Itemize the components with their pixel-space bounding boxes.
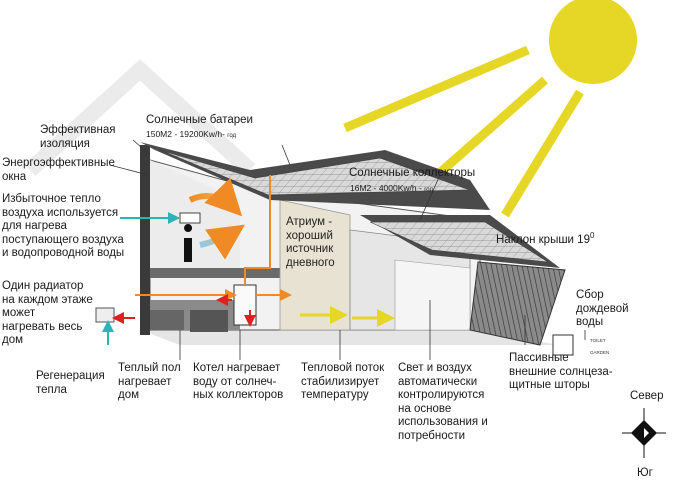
left-gable	[140, 145, 150, 335]
solar-panels-value: 150М2 - 19200Kw/h-	[146, 129, 228, 139]
compass-north-label: Север	[630, 390, 664, 402]
label-atrium: Атриум - хороший источник дневного	[286, 216, 335, 269]
house-body	[95, 159, 481, 332]
label-light-air: Свет и воздух автоматически контролируют…	[398, 362, 488, 442]
cool-air-flow	[199, 224, 245, 260]
label-boiler: Котел нагревает воду от солнеч- ных колл…	[193, 362, 284, 401]
rain-water-tank	[552, 334, 574, 356]
label-solar-panels-sub: 150М2 - 19200Kw/h- год	[146, 129, 236, 141]
label-collectors: Солнечные коллекторы	[349, 167, 476, 179]
label-shades: Пассивные внешние солнцеза- щитные шторы	[509, 352, 613, 391]
ground-shadow	[140, 330, 560, 345]
label-rain: Сбор дождевой воды	[576, 289, 629, 328]
heat-pipes	[102, 175, 395, 345]
label-insulation: Эффективная изоляция	[40, 124, 116, 150]
leader-lines	[109, 139, 586, 360]
roof-slope-text: Наклон крыши 19	[496, 233, 590, 246]
roof-collectors	[360, 215, 560, 268]
label-warm-floor: Теплый пол нагревает дом	[118, 362, 181, 401]
roof-solar-panels	[140, 142, 490, 210]
label-collectors-sub: 16М2 - 4000Kw/h - год	[350, 183, 433, 195]
label-excess-heat: Избыточное тепло воздуха используется дл…	[2, 193, 125, 259]
tank-label-toilet: TOILET	[590, 338, 606, 343]
label-regeneration: Регенерация тепла	[36, 370, 105, 396]
roof-slope-degree: 0	[589, 231, 595, 240]
compass-south-label: Юг	[637, 467, 653, 479]
solar-panels-unit: год	[227, 133, 237, 139]
label-heat-flow: Тепловой поток стабилизирует температуру	[301, 362, 385, 401]
watermark-logo	[24, 59, 256, 176]
compass-icon	[622, 408, 666, 458]
label-radiator: Один радиатор на каждом этаже может нагр…	[2, 280, 93, 346]
external-shades	[469, 261, 566, 346]
collectors-unit: год	[424, 187, 433, 193]
label-roof-slope: Наклон крыши 190	[496, 229, 594, 247]
label-solar-panels: Солнечные батареи	[146, 114, 253, 126]
collectors-value: 16М2 - 4000Kw/h -	[350, 183, 425, 193]
warm-air-flow	[188, 177, 243, 217]
label-windows: Энергоэффективные окна	[2, 157, 115, 183]
tank-label-garden: GARDEN	[590, 350, 610, 355]
